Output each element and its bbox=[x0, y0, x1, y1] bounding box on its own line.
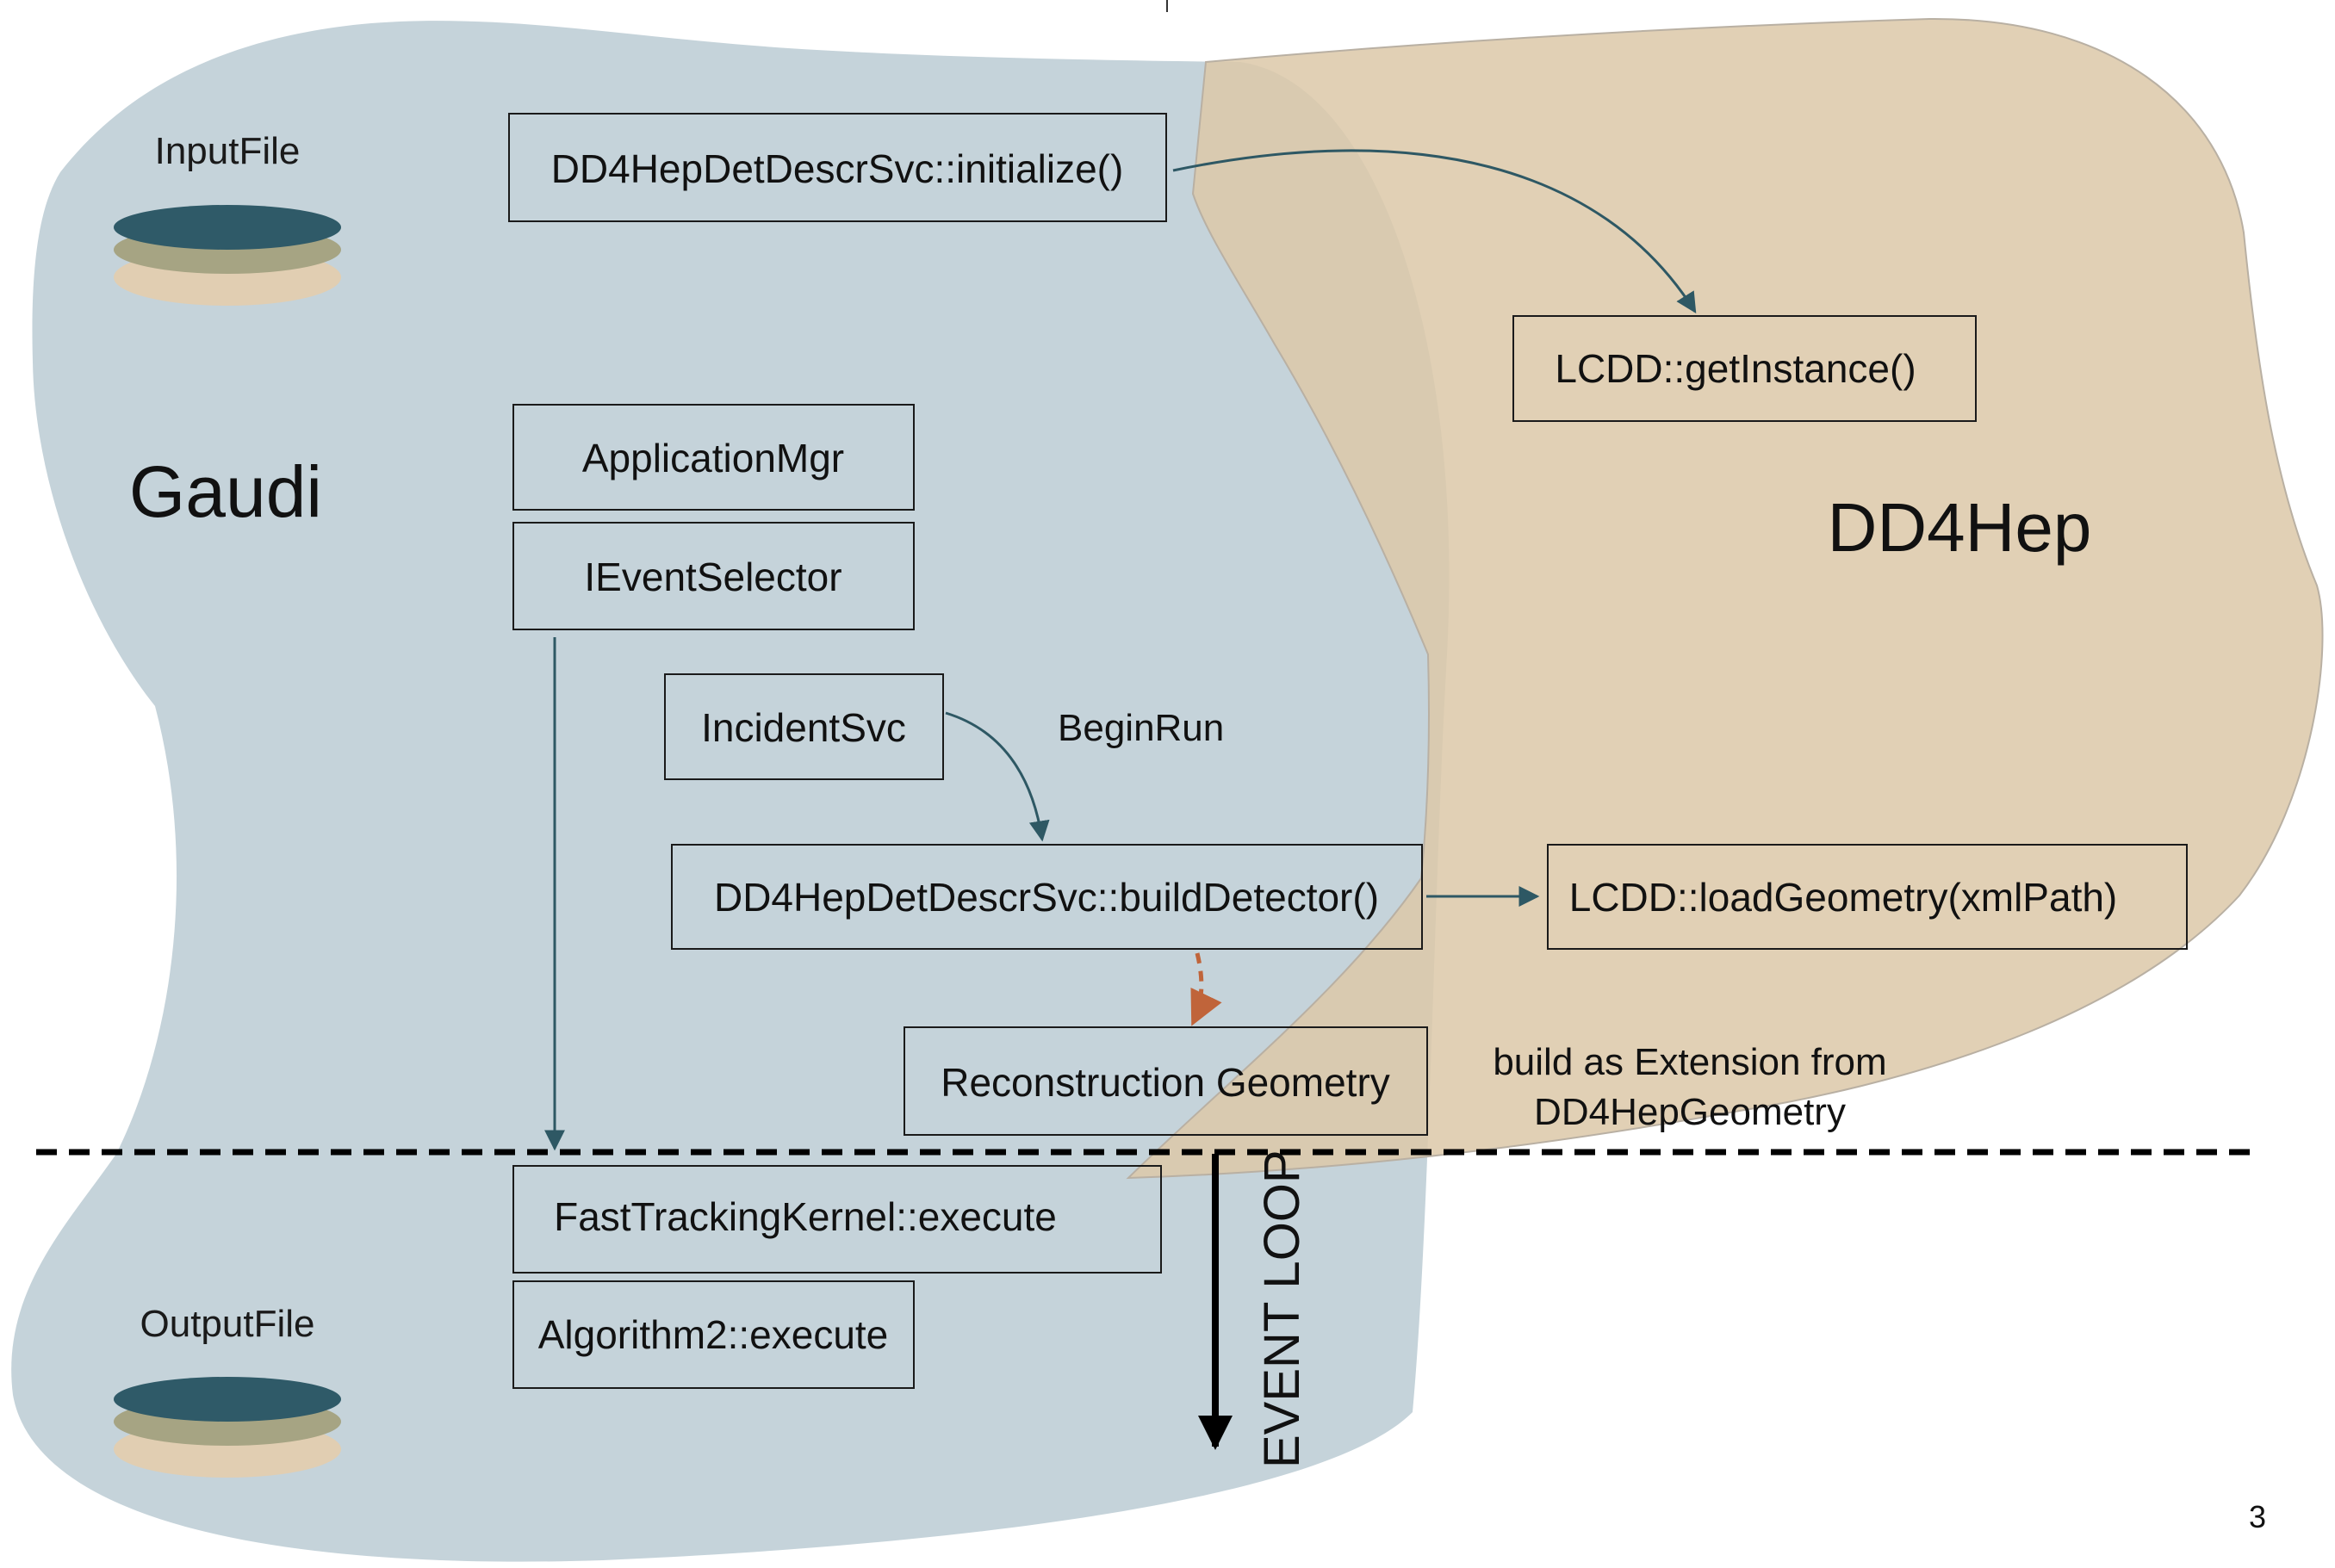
event-selector-box: IEventSelector bbox=[512, 522, 915, 630]
reconstruction-geometry-box: Reconstruction Geometry bbox=[904, 1026, 1428, 1136]
input-file-disk-icon bbox=[114, 205, 341, 306]
build-detector-box: DD4HepDetDescrSvc::buildDetector() bbox=[671, 844, 1423, 950]
initialize-to-instance-arrow bbox=[1172, 149, 1697, 314]
svg-text:Reconstruction Geometry: Reconstruction Geometry bbox=[941, 1060, 1390, 1105]
svg-text:LCDD::loadGeometry(xmlPath): LCDD::loadGeometry(xmlPath) bbox=[1569, 875, 2118, 920]
output-file-disk-icon bbox=[114, 1377, 341, 1478]
svg-text:FastTrackingKernel::execute: FastTrackingKernel::execute bbox=[554, 1194, 1057, 1239]
svg-text:IncidentSvc: IncidentSvc bbox=[701, 705, 906, 750]
output-file-label: OutputFile bbox=[140, 1303, 315, 1345]
lcdd-get-instance-box: LCDD::getInstance() bbox=[1512, 315, 1977, 422]
begin-run-arrow bbox=[945, 711, 1050, 842]
svg-text:Algorithm2::execute: Algorithm2::execute bbox=[538, 1312, 889, 1357]
svg-text:DD4HepDetDescrSvc::initialize(: DD4HepDetDescrSvc::initialize() bbox=[551, 146, 1124, 191]
extension-label-line2: DD4HepGeometry bbox=[1534, 1091, 1846, 1133]
event-loop-label: EVENT LOOP bbox=[1254, 1150, 1310, 1468]
svg-text:ApplicationMgr: ApplicationMgr bbox=[582, 436, 844, 480]
fast-tracking-box: FastTrackingKernel::execute bbox=[512, 1165, 1162, 1274]
dd4hep-label: DD4Hep bbox=[1828, 489, 2092, 566]
page-number: 3 bbox=[2249, 1499, 2266, 1534]
svg-text:LCDD::getInstance(): LCDD::getInstance() bbox=[1555, 346, 1916, 391]
svg-text:IEventSelector: IEventSelector bbox=[584, 555, 841, 599]
begin-run-label: BeginRun bbox=[1058, 707, 1224, 749]
initialize-box: DD4HepDetDescrSvc::initialize() bbox=[508, 113, 1167, 222]
gaudi-label: Gaudi bbox=[129, 451, 322, 532]
dd4hep-region bbox=[1126, 17, 2324, 1180]
input-file-label: InputFile bbox=[155, 130, 301, 172]
incident-svc-box: IncidentSvc bbox=[664, 673, 944, 780]
algorithm2-box: Algorithm2::execute bbox=[512, 1280, 915, 1389]
application-mgr-box: ApplicationMgr bbox=[512, 404, 915, 511]
gaudi-region bbox=[11, 21, 1450, 1562]
load-geometry-box: LCDD::loadGeometry(xmlPath) bbox=[1547, 844, 2188, 950]
build-to-reco-dashed-arrow bbox=[1190, 952, 1222, 1026]
extension-label-line1: build as Extension from bbox=[1493, 1041, 1886, 1083]
svg-text:DD4HepDetDescrSvc::buildDetect: DD4HepDetDescrSvc::buildDetector() bbox=[714, 875, 1379, 920]
